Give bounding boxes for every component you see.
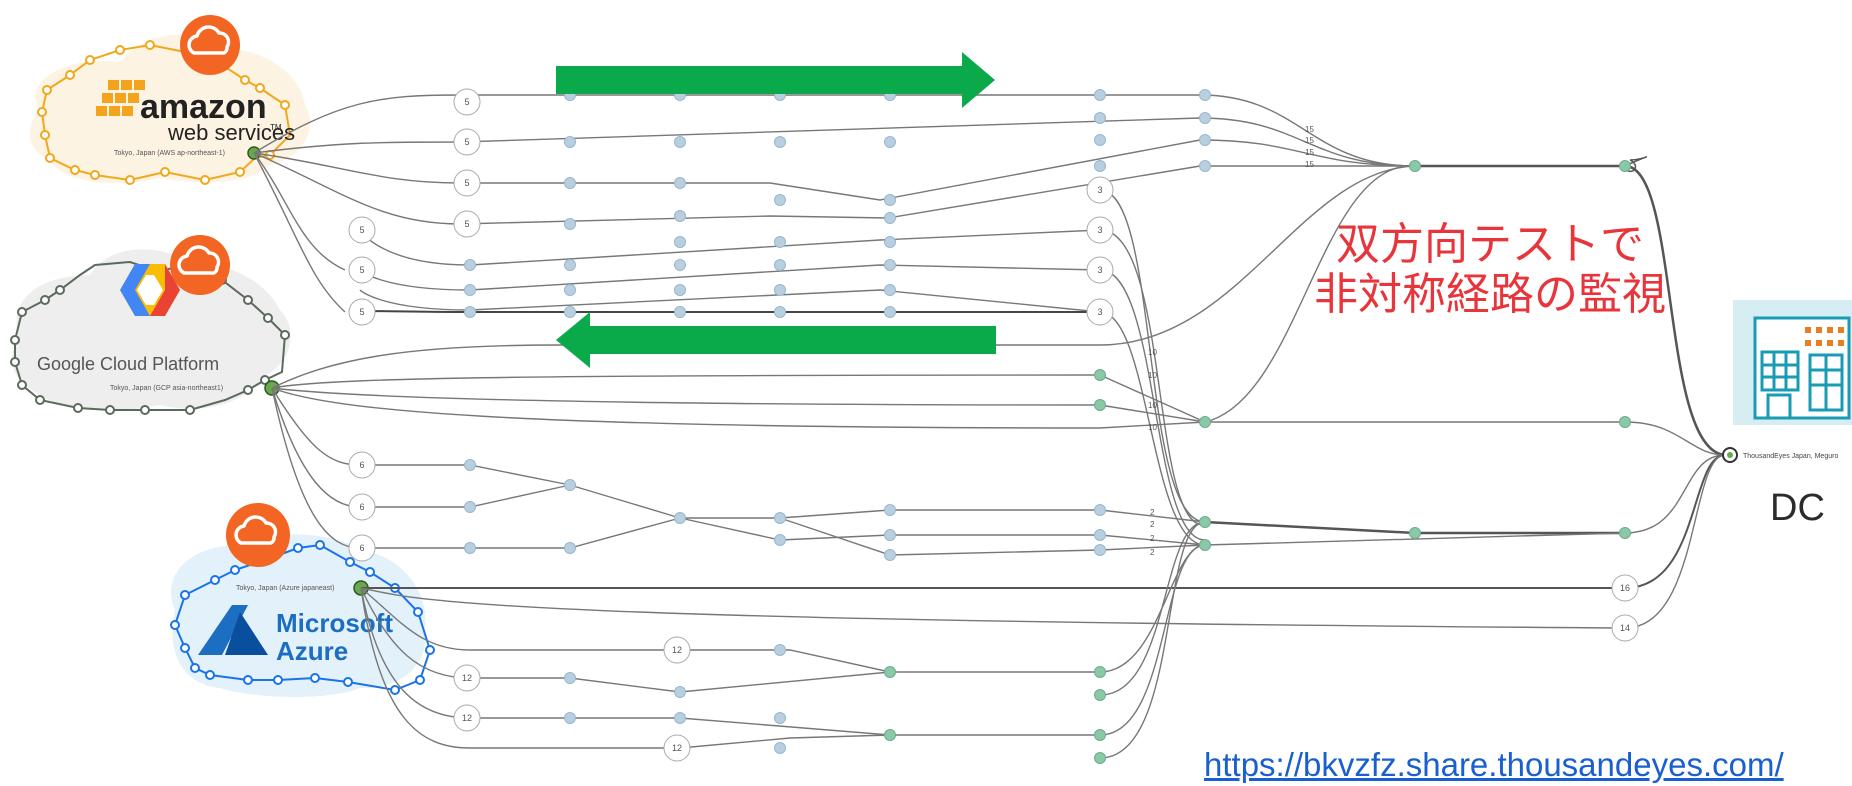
azure-logo-line1: Microsoft xyxy=(276,608,393,638)
aws-boxes-icon xyxy=(96,80,145,116)
aws-cloud-blob xyxy=(29,34,311,184)
building-icon xyxy=(1733,300,1852,425)
nodes-blue[interactable] xyxy=(464,89,1211,754)
aws-cloud[interactable]: amazon web services TM Tokyo, Japan (AWS… xyxy=(29,15,311,185)
dc-caption: DC xyxy=(1770,487,1825,529)
edge-azure-2-4: 2 xyxy=(1150,548,1155,557)
count-gcp-1: 6 xyxy=(359,460,364,470)
count-aws-mid-2: 3 xyxy=(1097,225,1102,235)
destination-label: ThousandEyes Japan, Meguro xyxy=(1743,453,1838,460)
aws-location-label: Tokyo, Japan (AWS ap-northeast-1) xyxy=(114,150,225,157)
count-aws-mid-4: 3 xyxy=(1097,307,1102,317)
annotation-line2: 非対称経路の監視 xyxy=(1314,269,1666,320)
edge-gcp-10-4: 10 xyxy=(1148,423,1157,432)
aws-ring-dots xyxy=(37,40,290,185)
azure-cloud[interactable]: Microsoft Azure Tokyo, Japan (Azure japa… xyxy=(170,503,435,697)
count-azure-in-2: 12 xyxy=(462,673,472,683)
count-aws-out-4: 5 xyxy=(464,219,469,229)
edge-aws-15-3: 15 xyxy=(1305,148,1314,157)
count-aws-out-1: 5 xyxy=(464,97,469,107)
count-aws-out-2: 5 xyxy=(464,137,469,147)
gcp-hexagon-icon xyxy=(120,264,180,316)
cloud-icon xyxy=(170,235,230,295)
count-azure-in-1: 12 xyxy=(672,645,682,655)
edge-azure-2-2: 2 xyxy=(1150,520,1155,529)
count-aws-mid-1: 3 xyxy=(1097,185,1102,195)
azure-ring-dots xyxy=(170,540,435,695)
azure-logo-line2: Azure xyxy=(276,636,348,666)
nodes-green[interactable] xyxy=(884,160,1631,764)
edge-gcp-10-1: 10 xyxy=(1148,348,1157,357)
count-azure-in-3: 12 xyxy=(462,713,472,723)
azure-logo-icon xyxy=(198,605,268,655)
gcp-logo-name: Google Cloud Platform xyxy=(37,354,219,374)
cloud-icon xyxy=(226,503,290,567)
annotation: 双方向テストで 非対称経路の監視 xyxy=(1300,220,1680,320)
count-nodes[interactable]: 5 5 5 5 5 5 5 5 3 3 3 3 6 6 6 16 14 12 1… xyxy=(348,88,1639,762)
gcp-cloud-blob xyxy=(11,249,291,411)
gcp-cloud[interactable]: Google Cloud Platform Tokyo, Japan (GCP … xyxy=(10,235,291,415)
count-azure-dst-1: 16 xyxy=(1620,583,1630,593)
azure-location-label: Tokyo, Japan (Azure japaneast) xyxy=(236,585,334,592)
count-azure-in-4: 12 xyxy=(672,743,682,753)
aws-logo-main: amazon xyxy=(140,88,267,126)
edge-aws-15-2: 15 xyxy=(1305,136,1314,145)
count-gcp-2: 6 xyxy=(359,502,364,512)
count-azure-dst-2: 14 xyxy=(1620,623,1630,633)
edge-gcp-10-2: 10 xyxy=(1148,371,1157,380)
edge-aws-15-4: 15 xyxy=(1305,160,1314,169)
edge-azure-2-1: 2 xyxy=(1150,508,1155,517)
count-aws-in-3: 5 xyxy=(359,307,364,317)
edge-azure-2-3: 2 xyxy=(1150,534,1155,543)
edge-count-labels: 15 15 15 15 10 10 10 10 2 2 2 2 xyxy=(1148,125,1314,557)
aws-logo-tm: TM xyxy=(270,123,282,132)
share-link[interactable]: https://bkvzfz.share.thousandeyes.com/ xyxy=(1204,746,1784,783)
count-gcp-3: 6 xyxy=(359,543,364,553)
arrow-right-icon xyxy=(556,52,995,108)
count-aws-out-3: 5 xyxy=(464,178,469,188)
edge-gcp-10-3: 10 xyxy=(1148,401,1157,410)
gcp-location-label: Tokyo, Japan (GCP asia-northeast1) xyxy=(110,385,223,392)
annotation-line1: 双方向テストで xyxy=(1336,219,1644,270)
count-aws-mid-3: 3 xyxy=(1097,265,1102,275)
edge-aws-15-1: 15 xyxy=(1305,125,1314,134)
arrow-left-icon xyxy=(556,312,996,368)
count-aws-in-2: 5 xyxy=(359,265,364,275)
destination-node[interactable]: ThousandEyes Japan, Meguro xyxy=(1722,447,1838,463)
path-edges xyxy=(253,94,1726,759)
count-aws-in-1: 5 xyxy=(359,225,364,235)
cloud-icon xyxy=(180,15,240,75)
